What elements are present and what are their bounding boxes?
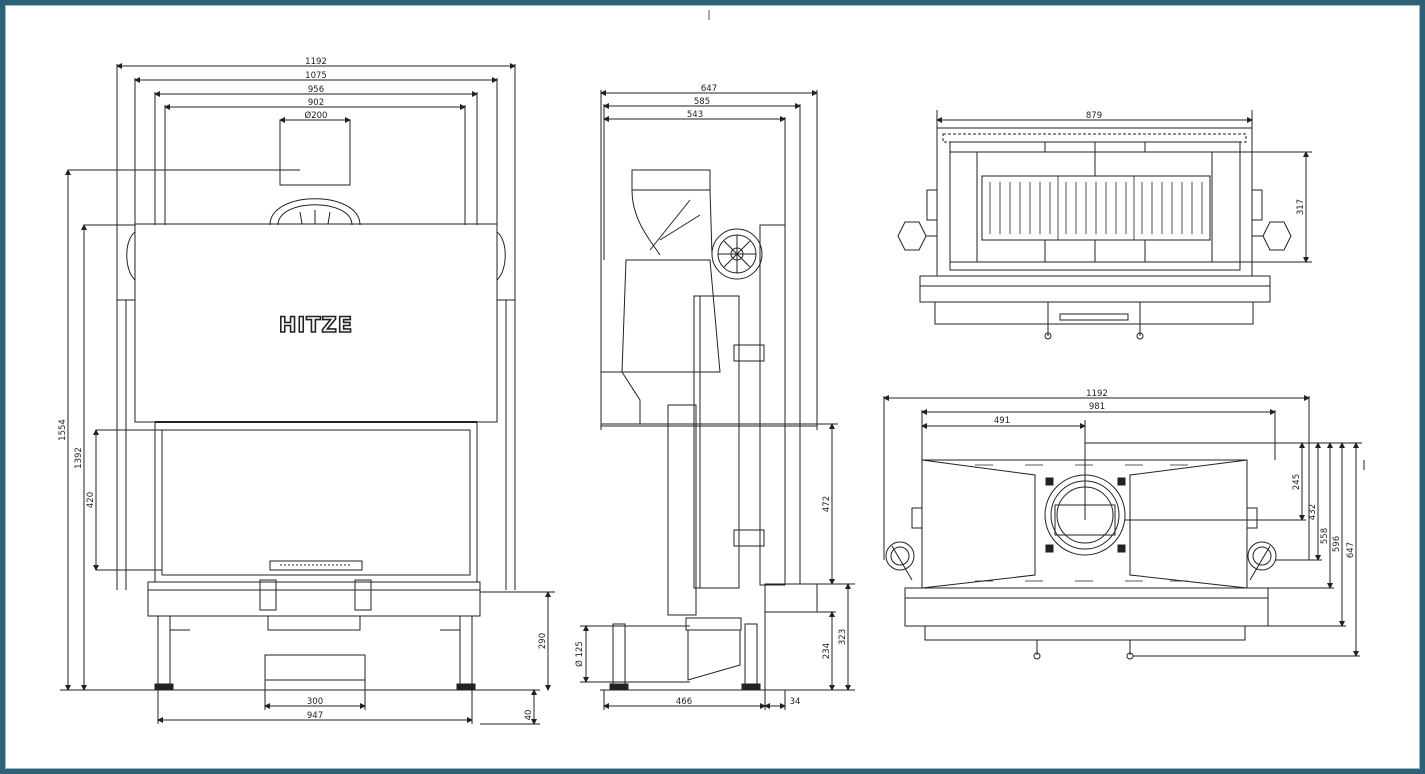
dim-side-234: 234 [822, 643, 832, 659]
dim-plan-432: 432 [1308, 504, 1318, 520]
dim-height-290: 290 [538, 633, 548, 649]
side-view-labels: 647 585 543 472 323 234 Ø 125 466 34 [574, 84, 848, 707]
dim-plan-558: 558 [1320, 528, 1330, 544]
dim-front-overall-width: 1192 [305, 57, 327, 67]
dim-flue-diameter: Ø200 [305, 110, 328, 121]
dim-air-inlet: Ø 125 [574, 641, 585, 667]
firebox-view [897, 110, 1312, 340]
dim-front-1075: 1075 [305, 71, 327, 81]
dim-plan-245: 245 [1292, 474, 1302, 490]
dim-plan-1192: 1192 [1086, 389, 1108, 399]
firebox-view-labels: 879 317 [1086, 111, 1306, 215]
dim-side-647: 647 [701, 84, 717, 94]
dim-side-472: 472 [822, 496, 832, 512]
dim-plan-647: 647 [1346, 542, 1356, 558]
dim-side-466: 466 [676, 697, 692, 707]
dim-side-543: 543 [687, 110, 703, 120]
front-view-labels: HITZE 1192 1075 956 902 Ø200 1554 1392 4… [58, 57, 548, 721]
dim-leg-gap-300: 300 [307, 697, 323, 707]
front-view [60, 63, 555, 725]
dim-firebox-879: 879 [1086, 111, 1102, 121]
brand-logo: HITZE [279, 313, 353, 337]
dim-plan-981: 981 [1089, 402, 1105, 412]
dim-side-34: 34 [790, 697, 801, 707]
dim-plan-491: 491 [994, 416, 1010, 426]
plan-view [883, 395, 1365, 660]
dim-side-323: 323 [838, 629, 848, 645]
dim-firebox-317: 317 [1296, 199, 1306, 215]
dim-front-height-1392: 1392 [74, 447, 84, 469]
dim-glass-420: 420 [86, 492, 96, 508]
plan-view-labels: 1192 981 491 245 432 558 596 647 [994, 389, 1356, 558]
dim-front-height-1554: 1554 [58, 419, 68, 441]
side-view [580, 90, 855, 710]
dim-side-585: 585 [694, 97, 710, 107]
dim-base-width-947: 947 [307, 711, 323, 721]
dim-front-902: 902 [308, 98, 324, 108]
dim-height-40: 40 [524, 710, 534, 721]
dim-plan-596: 596 [1332, 536, 1342, 552]
dim-front-956: 956 [308, 85, 324, 95]
